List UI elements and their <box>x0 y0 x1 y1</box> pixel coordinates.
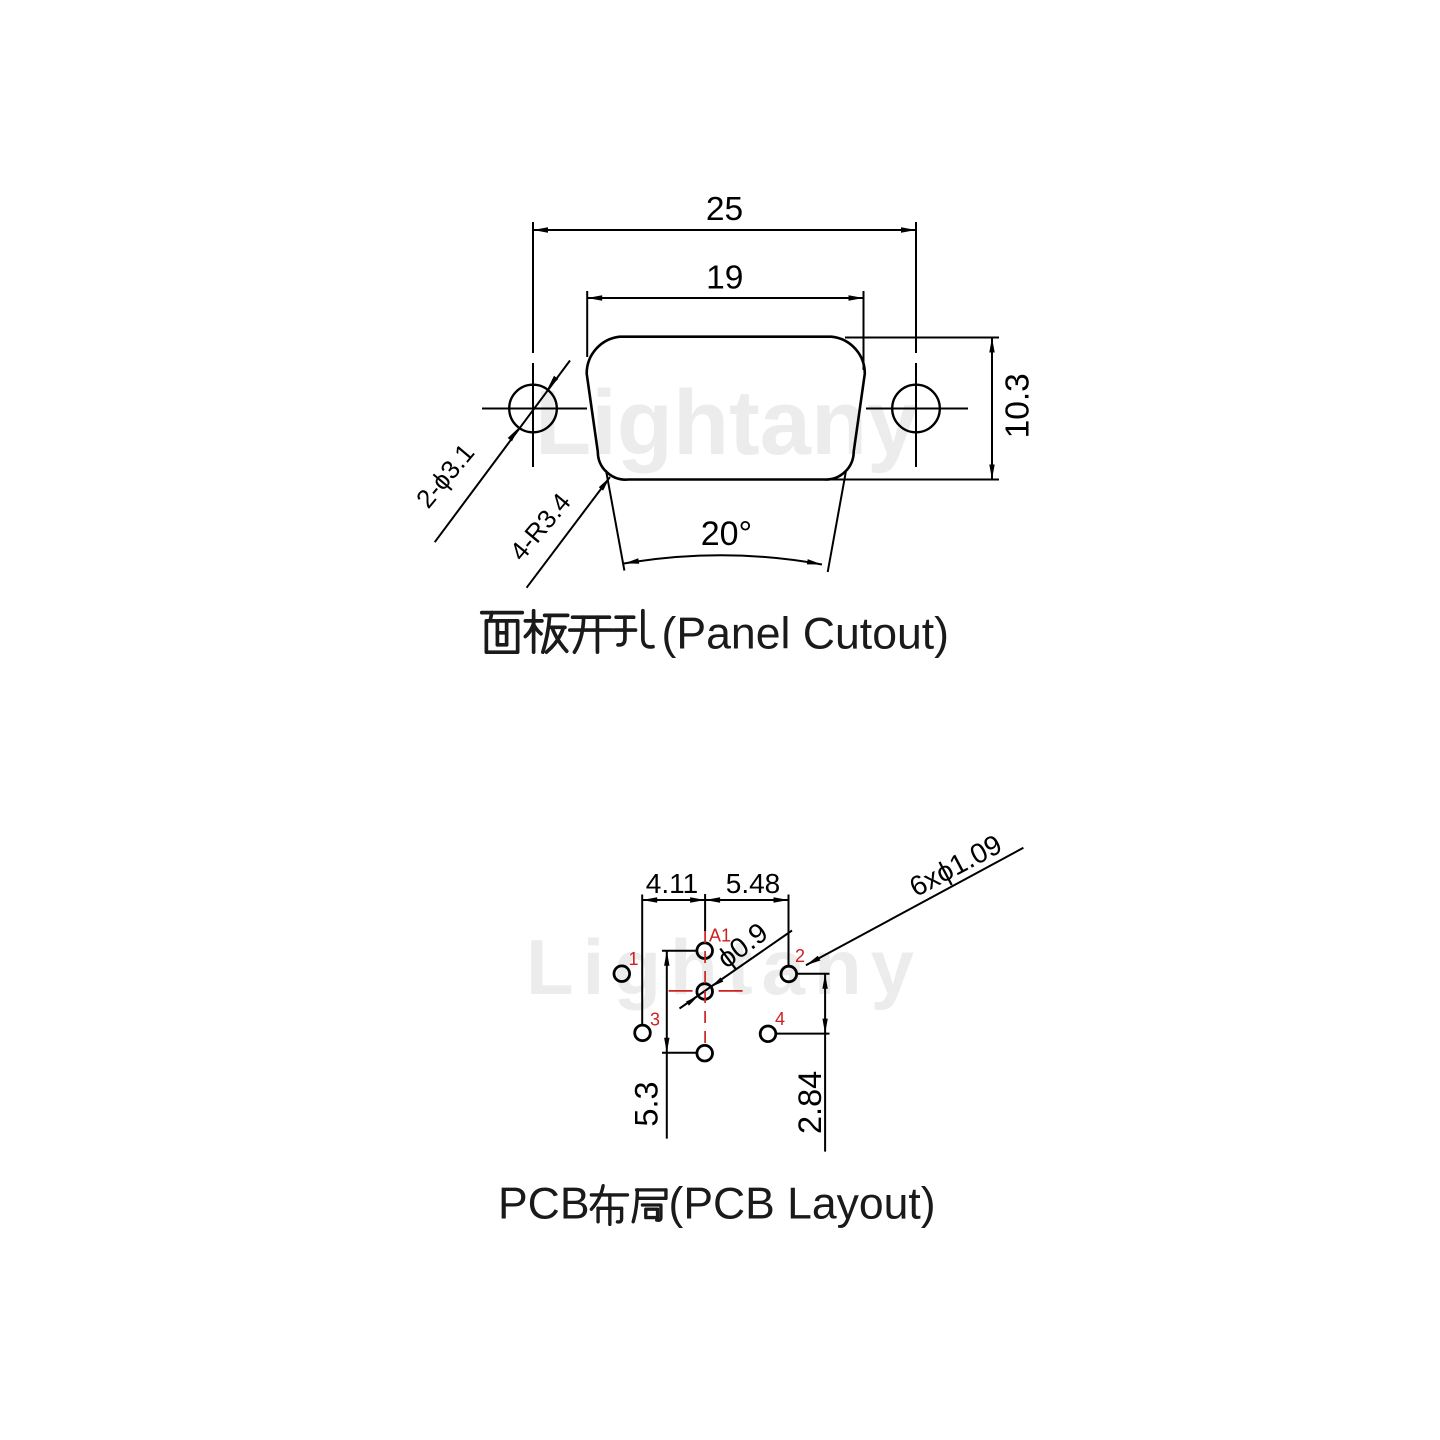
svg-text:1: 1 <box>628 949 638 969</box>
svg-text:3: 3 <box>650 1010 660 1030</box>
svg-text:(PCB Layout): (PCB Layout) <box>669 1180 936 1229</box>
svg-text:5.48: 5.48 <box>726 868 781 899</box>
svg-text:4.11: 4.11 <box>646 868 698 899</box>
svg-text:2: 2 <box>795 946 805 966</box>
svg-text:Lightany: Lightany <box>526 923 923 1011</box>
svg-text:4: 4 <box>775 1009 785 1029</box>
svg-text:5.3: 5.3 <box>629 1081 665 1126</box>
svg-text:(Panel Cutout): (Panel Cutout) <box>662 610 950 659</box>
svg-text:20°: 20° <box>701 515 752 553</box>
svg-text:25: 25 <box>706 191 743 228</box>
svg-text:19: 19 <box>706 259 743 296</box>
svg-text:A1: A1 <box>709 926 731 946</box>
svg-text:2.84: 2.84 <box>792 1071 828 1134</box>
svg-text:10.3: 10.3 <box>1000 373 1037 438</box>
svg-text:PCB: PCB <box>498 1180 590 1229</box>
